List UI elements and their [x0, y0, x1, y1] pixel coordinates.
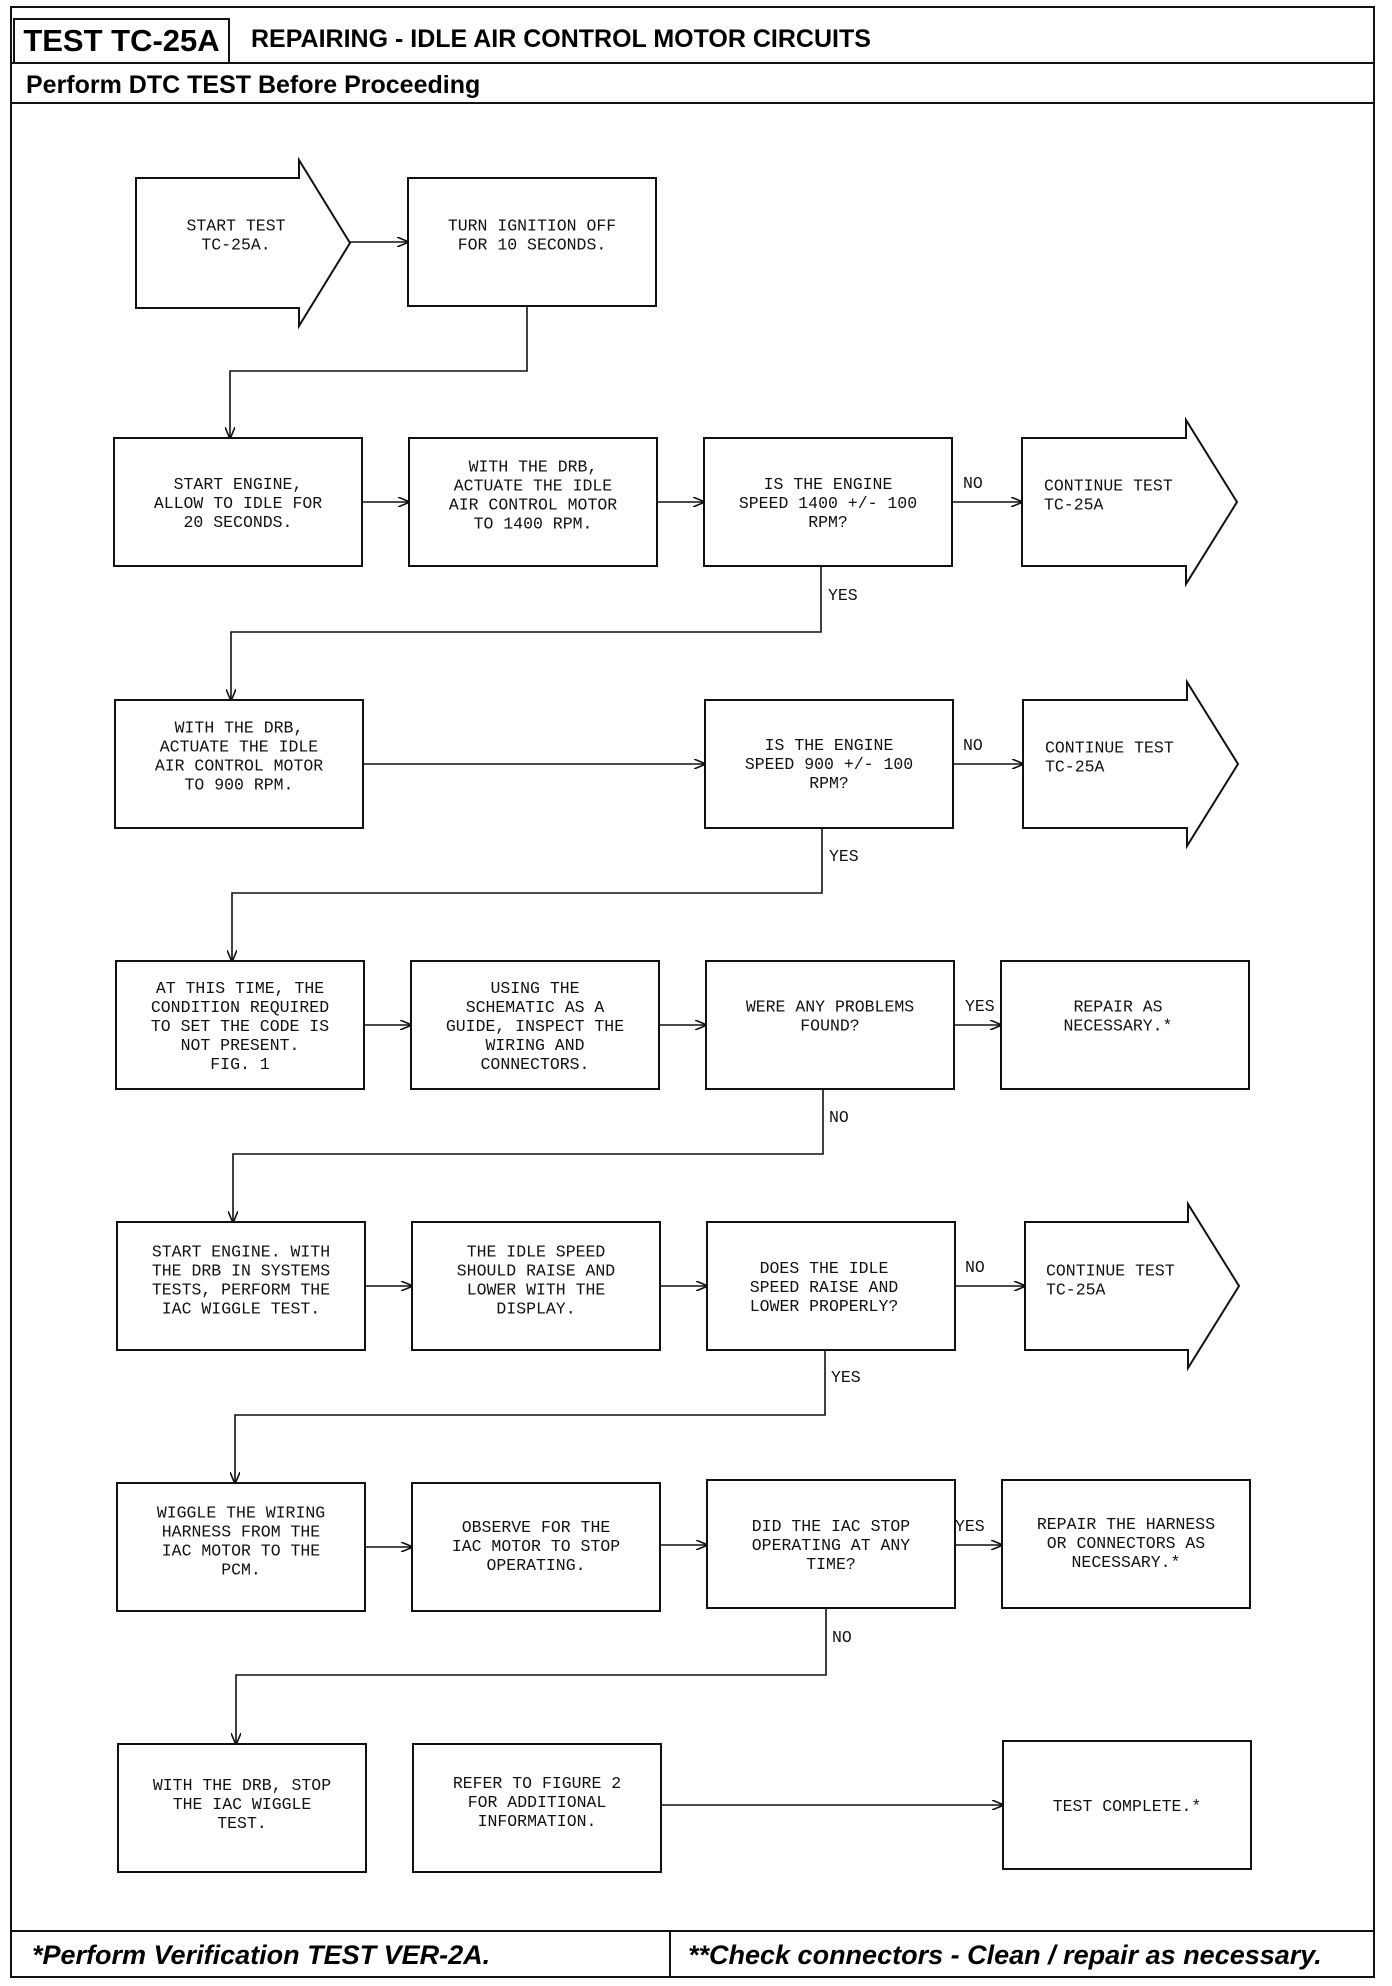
- page-subtitle: Perform DTC TEST Before Proceeding: [26, 71, 481, 99]
- label-no-900: NO: [963, 736, 983, 755]
- subtitle-divider: [10, 102, 1375, 104]
- start-arrow-shape: [135, 156, 352, 330]
- wiggle-test-start-box: [116, 1221, 366, 1351]
- repair-harness-box: [1001, 1479, 1251, 1609]
- decision-900-box: [704, 699, 954, 829]
- connector-decision-1400-yes: [231, 566, 822, 700]
- connector-decision-900-yes: [232, 828, 823, 961]
- label-yes-problems: YES: [965, 997, 995, 1016]
- continue-test-2-arrow-shape: [1022, 678, 1240, 850]
- condition-not-present-box: [115, 960, 365, 1090]
- refer-figure-2-box: [412, 1743, 662, 1873]
- actuate-1400-box: [408, 437, 658, 567]
- wiggle-harness-box: [116, 1482, 366, 1612]
- test-complete-box: [1002, 1740, 1252, 1870]
- page-frame: [10, 6, 1375, 1978]
- label-no-problems: NO: [829, 1108, 849, 1127]
- decision-iac-stop-box: [706, 1479, 956, 1609]
- idle-raise-box: [411, 1221, 661, 1351]
- label-yes-1400: YES: [828, 586, 858, 605]
- start-engine-box: [113, 437, 363, 567]
- label-yes-iac-stop: YES: [955, 1517, 985, 1536]
- test-complete-text: TEST COMPLETE.*: [1053, 1797, 1202, 1816]
- label-yes-900: YES: [829, 847, 859, 866]
- stop-wiggle-box: [117, 1743, 367, 1873]
- continue-test-1-arrow-shape: [1021, 416, 1239, 588]
- header-divider: [10, 62, 1375, 64]
- decision-1400-box: [703, 437, 953, 567]
- connector-problems-no: [233, 1089, 824, 1222]
- label-no-idle: NO: [965, 1258, 985, 1277]
- connector-decision-idle-yes: [235, 1350, 826, 1483]
- label-yes-idle: YES: [831, 1368, 861, 1387]
- connector-iac-stop-no: [236, 1608, 827, 1744]
- connector-ignition-to-start-engine: [230, 306, 528, 438]
- continue-test-3-arrow-shape: [1024, 1200, 1241, 1372]
- actuate-900-box: [114, 699, 364, 829]
- ignition-off-box: [407, 177, 657, 307]
- observe-iac-box: [411, 1482, 661, 1612]
- label-no-iac-stop: NO: [832, 1628, 852, 1647]
- page-title: REPAIRING - IDLE AIR CONTROL MOTOR CIRCU…: [251, 25, 871, 53]
- label-no-1400: NO: [963, 474, 983, 493]
- footer-note-left: *Perform Verification TEST VER-2A.: [32, 1940, 491, 1970]
- footer-divider: [10, 1930, 1375, 1932]
- decision-problems-box: [705, 960, 955, 1090]
- footer-note-right: **Check connectors - Clean / repair as n…: [688, 1940, 1322, 1970]
- repair-as-necessary-box: [1000, 960, 1250, 1090]
- footer-separator: [669, 1930, 671, 1978]
